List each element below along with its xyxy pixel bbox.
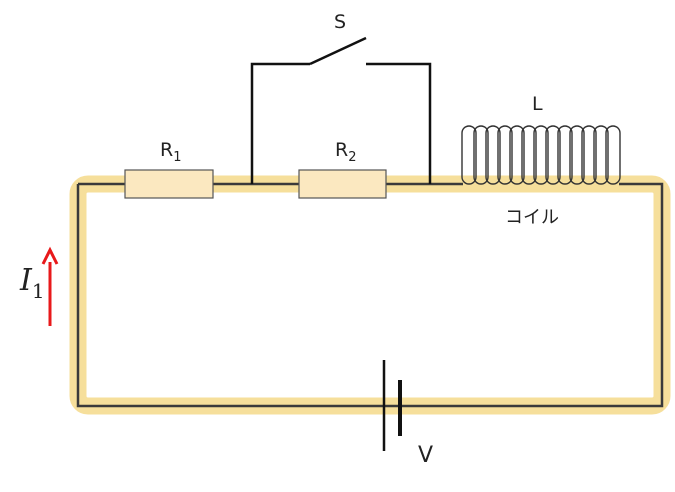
switch-branch-wire <box>250 62 432 184</box>
coil-loop <box>605 125 621 185</box>
current-path-highlight <box>69 175 671 415</box>
coil-loop <box>473 125 489 185</box>
coil-loop <box>569 125 585 185</box>
main-loop-wire <box>76 182 664 408</box>
coil-loop <box>509 125 525 185</box>
current-arrow <box>41 246 59 326</box>
inductor-label: L <box>532 93 543 115</box>
battery-label: V <box>418 443 433 468</box>
coil-loop <box>461 125 477 185</box>
switch-blade <box>309 36 367 66</box>
coil-loop <box>545 125 561 185</box>
coil-loop <box>593 125 609 185</box>
coil-loop <box>521 125 537 185</box>
coil-loop <box>485 125 501 185</box>
resistor-r2-label: R2 <box>335 139 356 165</box>
coil-loop <box>557 125 573 185</box>
resistor-r2 <box>298 169 387 199</box>
coil-loop <box>581 125 597 185</box>
inductor-coil <box>461 125 621 185</box>
coil-loop <box>533 125 549 185</box>
resistor-r1-label: R1 <box>160 139 181 165</box>
current-label: I1 <box>19 263 45 303</box>
switch-label: S <box>334 11 346 33</box>
resistor-r1 <box>124 169 214 199</box>
coil-caption: コイル <box>505 207 559 228</box>
coil-loop <box>497 125 513 185</box>
battery-symbol <box>382 360 402 451</box>
